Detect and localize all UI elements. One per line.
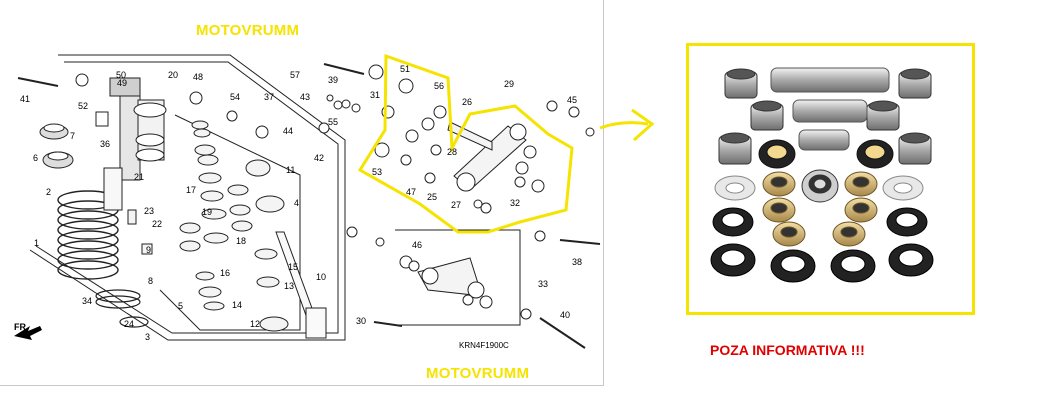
pivot-bearings bbox=[341, 78, 558, 309]
callout: 41 bbox=[20, 94, 30, 104]
upper-seals bbox=[758, 139, 894, 169]
callout: 46 bbox=[412, 240, 422, 250]
brass-bushings bbox=[762, 171, 878, 247]
callout: 20 bbox=[168, 70, 178, 80]
callout: 9 bbox=[146, 245, 151, 255]
callout: 49 bbox=[117, 78, 127, 88]
callout: 36 bbox=[100, 139, 110, 149]
bearing-kit-photo bbox=[686, 43, 975, 315]
callout: 16 bbox=[220, 268, 230, 278]
brand-watermark-top: MOTOVRUMM bbox=[196, 22, 300, 39]
callout: 28 bbox=[447, 147, 457, 157]
callout: 48 bbox=[193, 72, 203, 82]
callout: 2 bbox=[46, 187, 51, 197]
callout: 47 bbox=[406, 187, 416, 197]
needle-bearings bbox=[718, 68, 932, 165]
callout: 11 bbox=[286, 165, 295, 175]
callout: 57 bbox=[290, 70, 300, 80]
callout: 32 bbox=[510, 198, 520, 208]
callout: 6 bbox=[33, 153, 38, 163]
callout: 12 bbox=[250, 319, 260, 329]
callout: 22 bbox=[152, 219, 162, 229]
callout: 13 bbox=[284, 281, 294, 291]
damper-rod bbox=[275, 231, 327, 339]
callout: 25 bbox=[427, 192, 437, 202]
callout: 19 bbox=[202, 207, 212, 217]
callout: 56 bbox=[434, 81, 444, 91]
callout: 39 bbox=[328, 75, 338, 85]
front-marker: FR. bbox=[14, 322, 29, 332]
pivot-sleeves bbox=[770, 67, 890, 151]
shock-absorber-body bbox=[95, 77, 167, 211]
callout: 21 bbox=[134, 172, 144, 182]
rear-suspension-exploded-diagram: 1 2 3 4 5 6 7 8 9 10 11 12 13 14 15 16 1… bbox=[14, 53, 601, 349]
callout: 40 bbox=[560, 310, 570, 320]
frame-outline bbox=[159, 114, 301, 331]
callout: 29 bbox=[504, 79, 514, 89]
callout: 24 bbox=[124, 319, 134, 329]
callout: 3 bbox=[145, 332, 150, 342]
callout: 4 bbox=[294, 198, 299, 208]
brand-watermark-bottom: MOTOVRUMM bbox=[426, 365, 530, 382]
callout: 45 bbox=[567, 95, 577, 105]
callout: 51 bbox=[400, 64, 410, 74]
callout: 54 bbox=[230, 92, 240, 102]
front-arrow-icon bbox=[14, 326, 42, 340]
callout: 31 bbox=[370, 90, 380, 100]
callout: 34 bbox=[82, 296, 92, 306]
callout: 23 bbox=[144, 206, 154, 216]
callout: 27 bbox=[451, 200, 461, 210]
frame-outline bbox=[35, 61, 339, 334]
callout: 15 bbox=[288, 262, 298, 272]
reservoir-stack bbox=[127, 120, 289, 332]
highlight-outline bbox=[357, 53, 574, 234]
callout: 7 bbox=[70, 131, 75, 141]
callout: 26 bbox=[462, 97, 472, 107]
lower-seals bbox=[710, 207, 934, 283]
callout: 14 bbox=[232, 300, 242, 310]
callout: 43 bbox=[300, 92, 310, 102]
callout: 42 bbox=[314, 153, 324, 163]
shock-spring bbox=[57, 190, 119, 280]
callout: 17 bbox=[186, 185, 196, 195]
spring-seat-rings bbox=[95, 289, 149, 328]
callout: 53 bbox=[372, 167, 382, 177]
diagram-code: KRN4F1900C bbox=[459, 341, 509, 350]
bolts bbox=[17, 63, 601, 349]
exploded-diagram-panel: 1 2 3 4 5 6 7 8 9 10 11 12 13 14 15 16 1… bbox=[0, 0, 604, 386]
callout: 18 bbox=[236, 236, 246, 246]
callout: 1 bbox=[34, 238, 39, 248]
callout: 33 bbox=[538, 279, 548, 289]
linkage-arm-upper bbox=[447, 121, 527, 192]
callout: 52 bbox=[78, 101, 88, 111]
yellow-arrow-icon bbox=[599, 108, 655, 142]
informative-photo-note: POZA INFORMATIVA !!! bbox=[710, 342, 865, 358]
callout: 8 bbox=[148, 276, 153, 286]
bearing-kit-illustration bbox=[710, 67, 934, 283]
callout: 5 bbox=[178, 301, 183, 311]
adjuster-nuts bbox=[39, 123, 74, 169]
center-bearing bbox=[801, 169, 839, 203]
callout: 44 bbox=[283, 126, 293, 136]
callout: 55 bbox=[328, 117, 338, 127]
callout: 10 bbox=[316, 272, 326, 282]
nuts bbox=[75, 64, 595, 320]
callout-labels: 1 2 3 4 5 6 7 8 9 10 11 12 13 14 15 16 1… bbox=[20, 64, 582, 342]
linkage-arm-lower bbox=[417, 257, 485, 299]
callout: 38 bbox=[572, 257, 582, 267]
callout: 50 bbox=[116, 70, 126, 80]
callout: 37 bbox=[264, 92, 274, 102]
callout: 30 bbox=[356, 316, 366, 326]
washers bbox=[714, 175, 924, 201]
